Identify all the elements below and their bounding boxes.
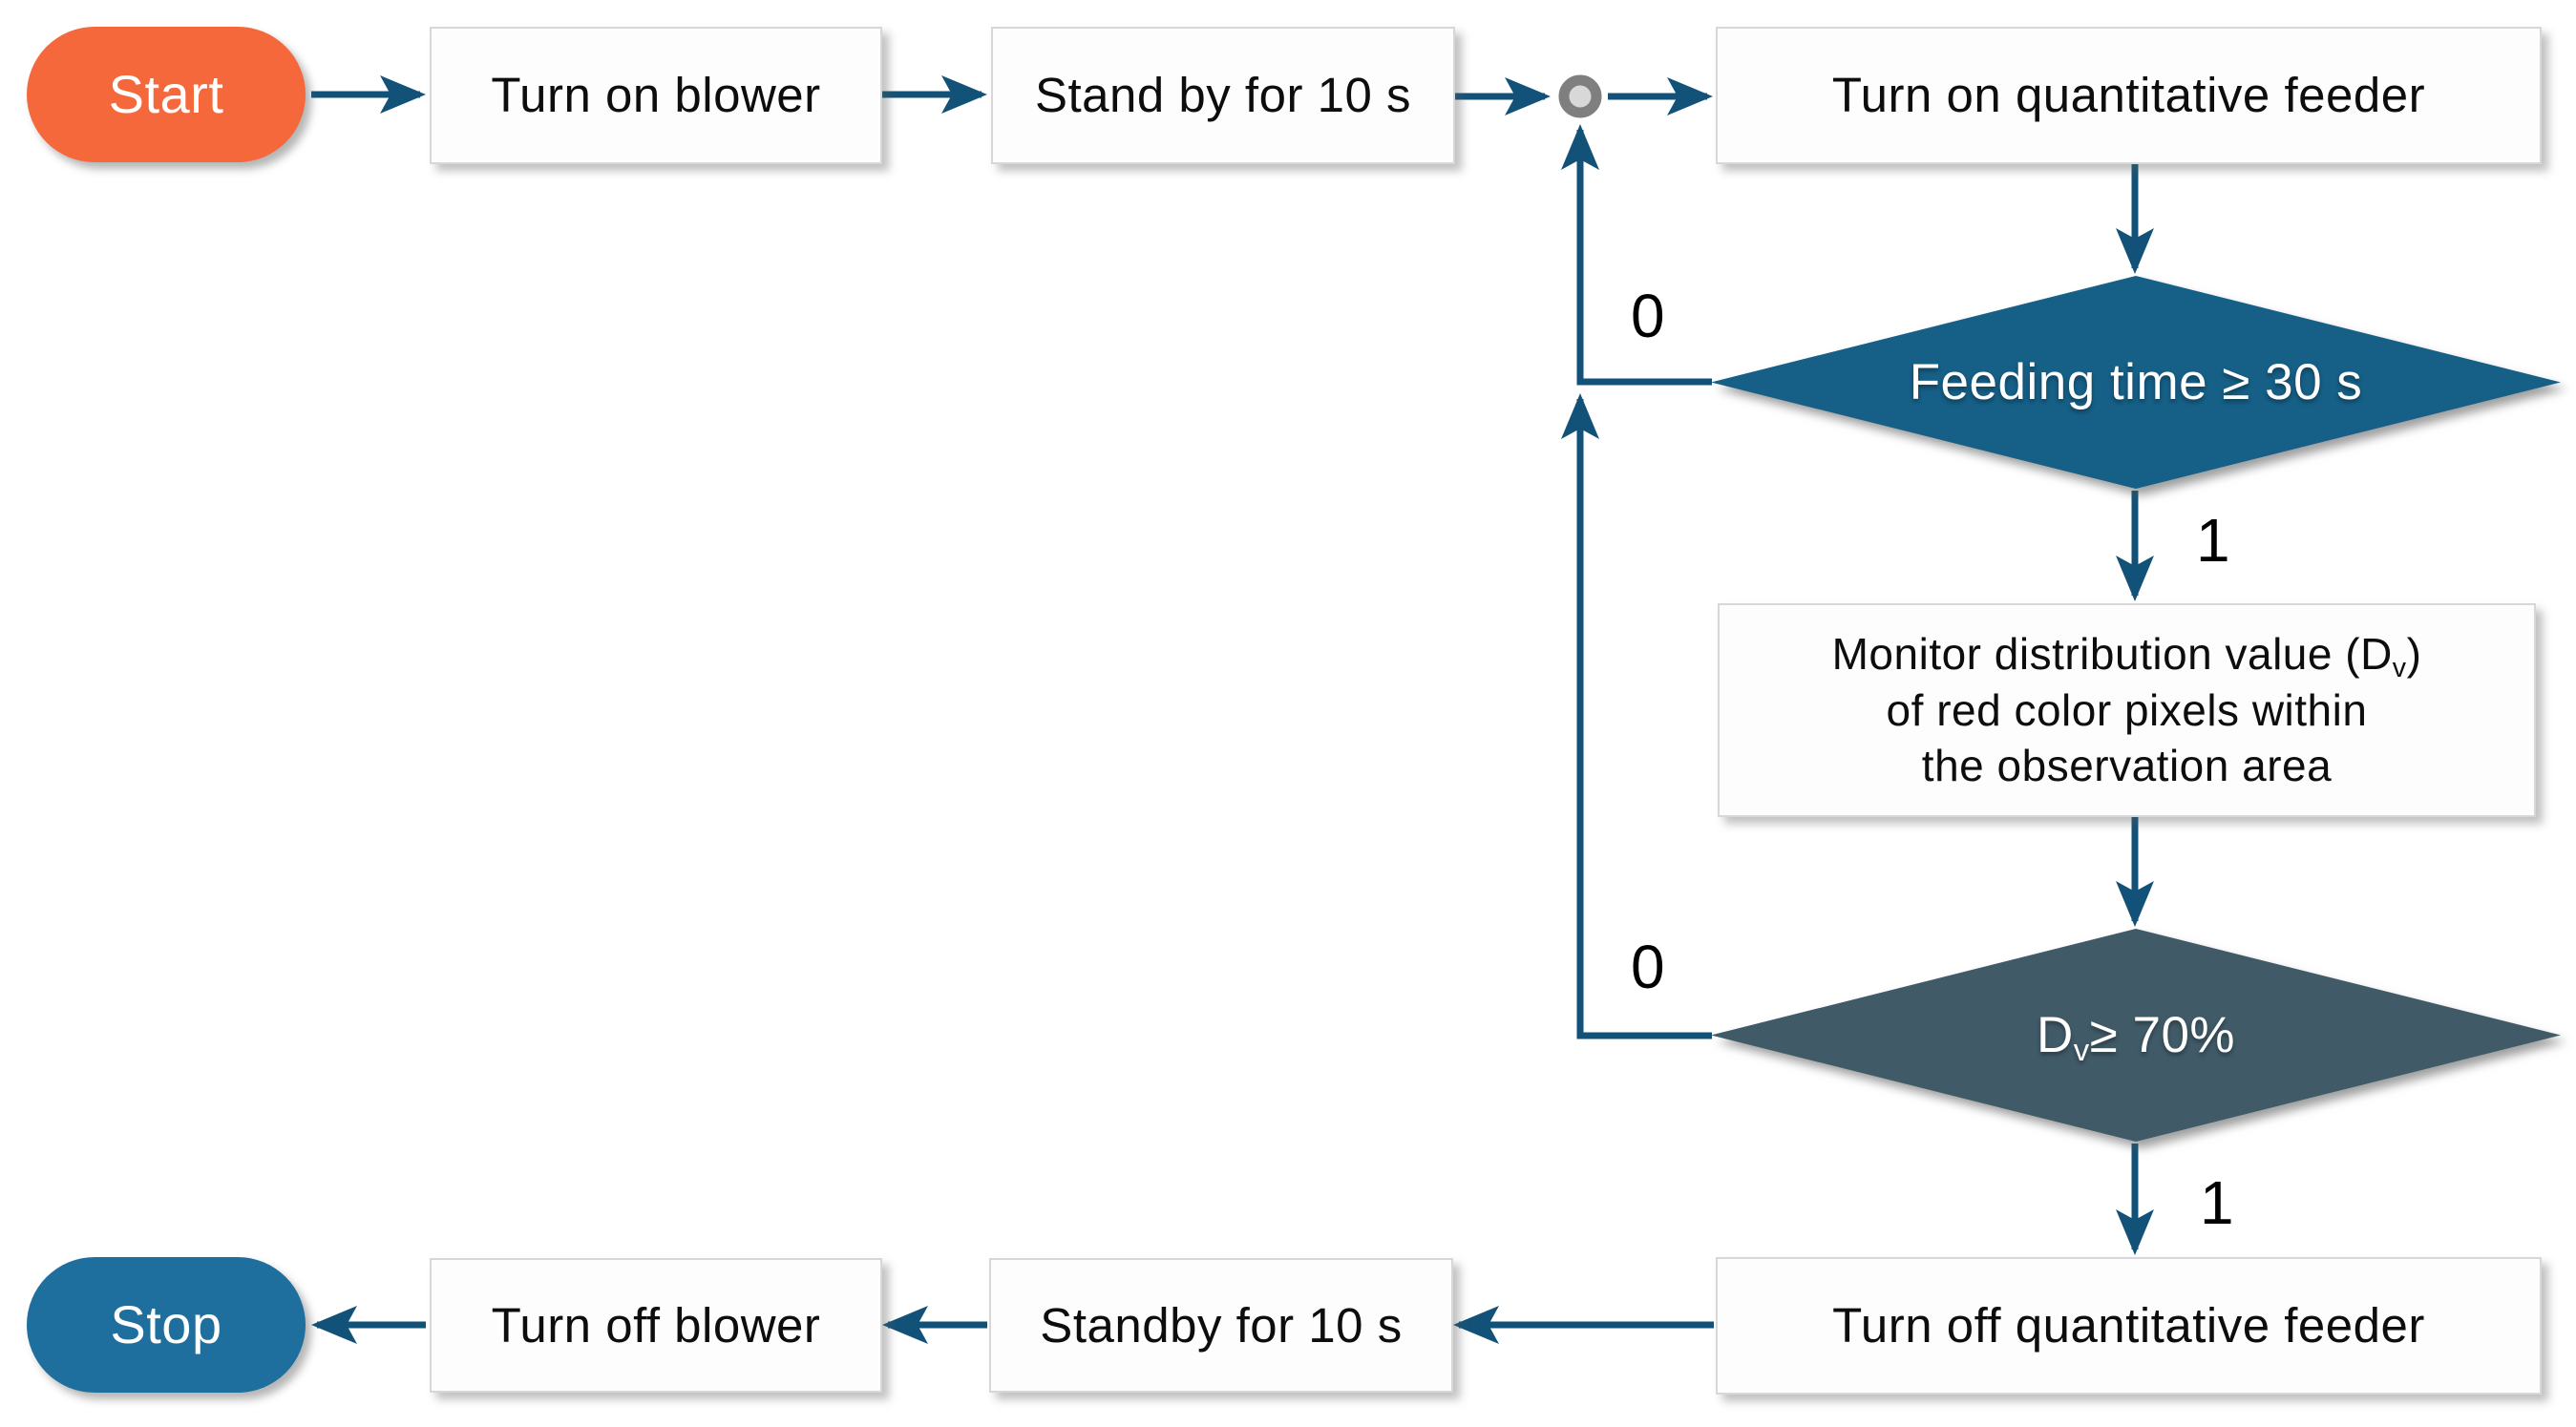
monitor-distribution-label: Monitor distribution value (Dv) of red c…	[1832, 626, 2422, 795]
dv-decision-node: Dv≥ 70%	[1711, 929, 2561, 1142]
stop-node: Stop	[27, 1257, 306, 1393]
dv-post: ≥ 70%	[2089, 1007, 2236, 1063]
turn-off-quantitative-feeder-label: Turn off quantitative feeder	[1832, 1298, 2425, 1354]
monitor-line1-sub: v	[2392, 652, 2407, 683]
dv-pre: D	[2036, 1007, 2074, 1063]
turn-off-quantitative-feeder-node: Turn off quantitative feeder	[1716, 1257, 2542, 1395]
turn-on-quantitative-feeder-node: Turn on quantitative feeder	[1716, 27, 2542, 164]
junction-connector-circle	[1558, 74, 1602, 118]
monitor-line2: of red color pixels within	[1886, 684, 2368, 735]
stand-by-10s-label: Stand by for 10 s	[1034, 68, 1412, 123]
monitor-line1-post: )	[2406, 628, 2422, 679]
turn-on-blower-label: Turn on blower	[491, 68, 821, 123]
turn-on-blower-node: Turn on blower	[430, 27, 882, 164]
feeding-time-decision-node: Feeding time ≥ 30 s	[1711, 276, 2561, 489]
dv-no-edge-label: 0	[1631, 933, 1665, 1001]
feeding-yes-edge-label: 1	[2196, 506, 2230, 575]
arrow-feeding-no-loop	[1561, 124, 1712, 386]
feeding-time-decision-shape: Feeding time ≥ 30 s	[1711, 276, 2561, 489]
dv-yes-edge-label: 1	[2200, 1168, 2234, 1237]
dv-decision-label: Dv≥ 70%	[2036, 1006, 2236, 1068]
turn-off-blower-node: Turn off blower	[430, 1258, 882, 1393]
stop-label: Stop	[110, 1294, 222, 1355]
stand-by-10s-node: Stand by for 10 s	[991, 27, 1455, 164]
dv-decision-shape: Dv≥ 70%	[1711, 929, 2561, 1142]
standby-10s-label: Standby for 10 s	[1040, 1297, 1403, 1353]
monitor-line3: the observation area	[1921, 741, 2333, 791]
standby-10s-node: Standby for 10 s	[989, 1258, 1453, 1393]
monitor-distribution-node: Monitor distribution value (Dv) of red c…	[1718, 603, 2536, 817]
feeding-time-decision-label: Feeding time ≥ 30 s	[1909, 354, 2363, 410]
turn-on-quantitative-feeder-label: Turn on quantitative feeder	[1831, 68, 2426, 123]
arrow-dv-no-loop	[1561, 393, 1712, 1039]
monitor-line1-pre: Monitor distribution value (D	[1831, 628, 2393, 679]
start-label: Start	[108, 64, 224, 125]
start-node: Start	[27, 27, 306, 162]
dv-sub: v	[2073, 1032, 2090, 1068]
feeding-no-edge-label: 0	[1631, 282, 1665, 350]
turn-off-blower-label: Turn off blower	[491, 1297, 821, 1353]
